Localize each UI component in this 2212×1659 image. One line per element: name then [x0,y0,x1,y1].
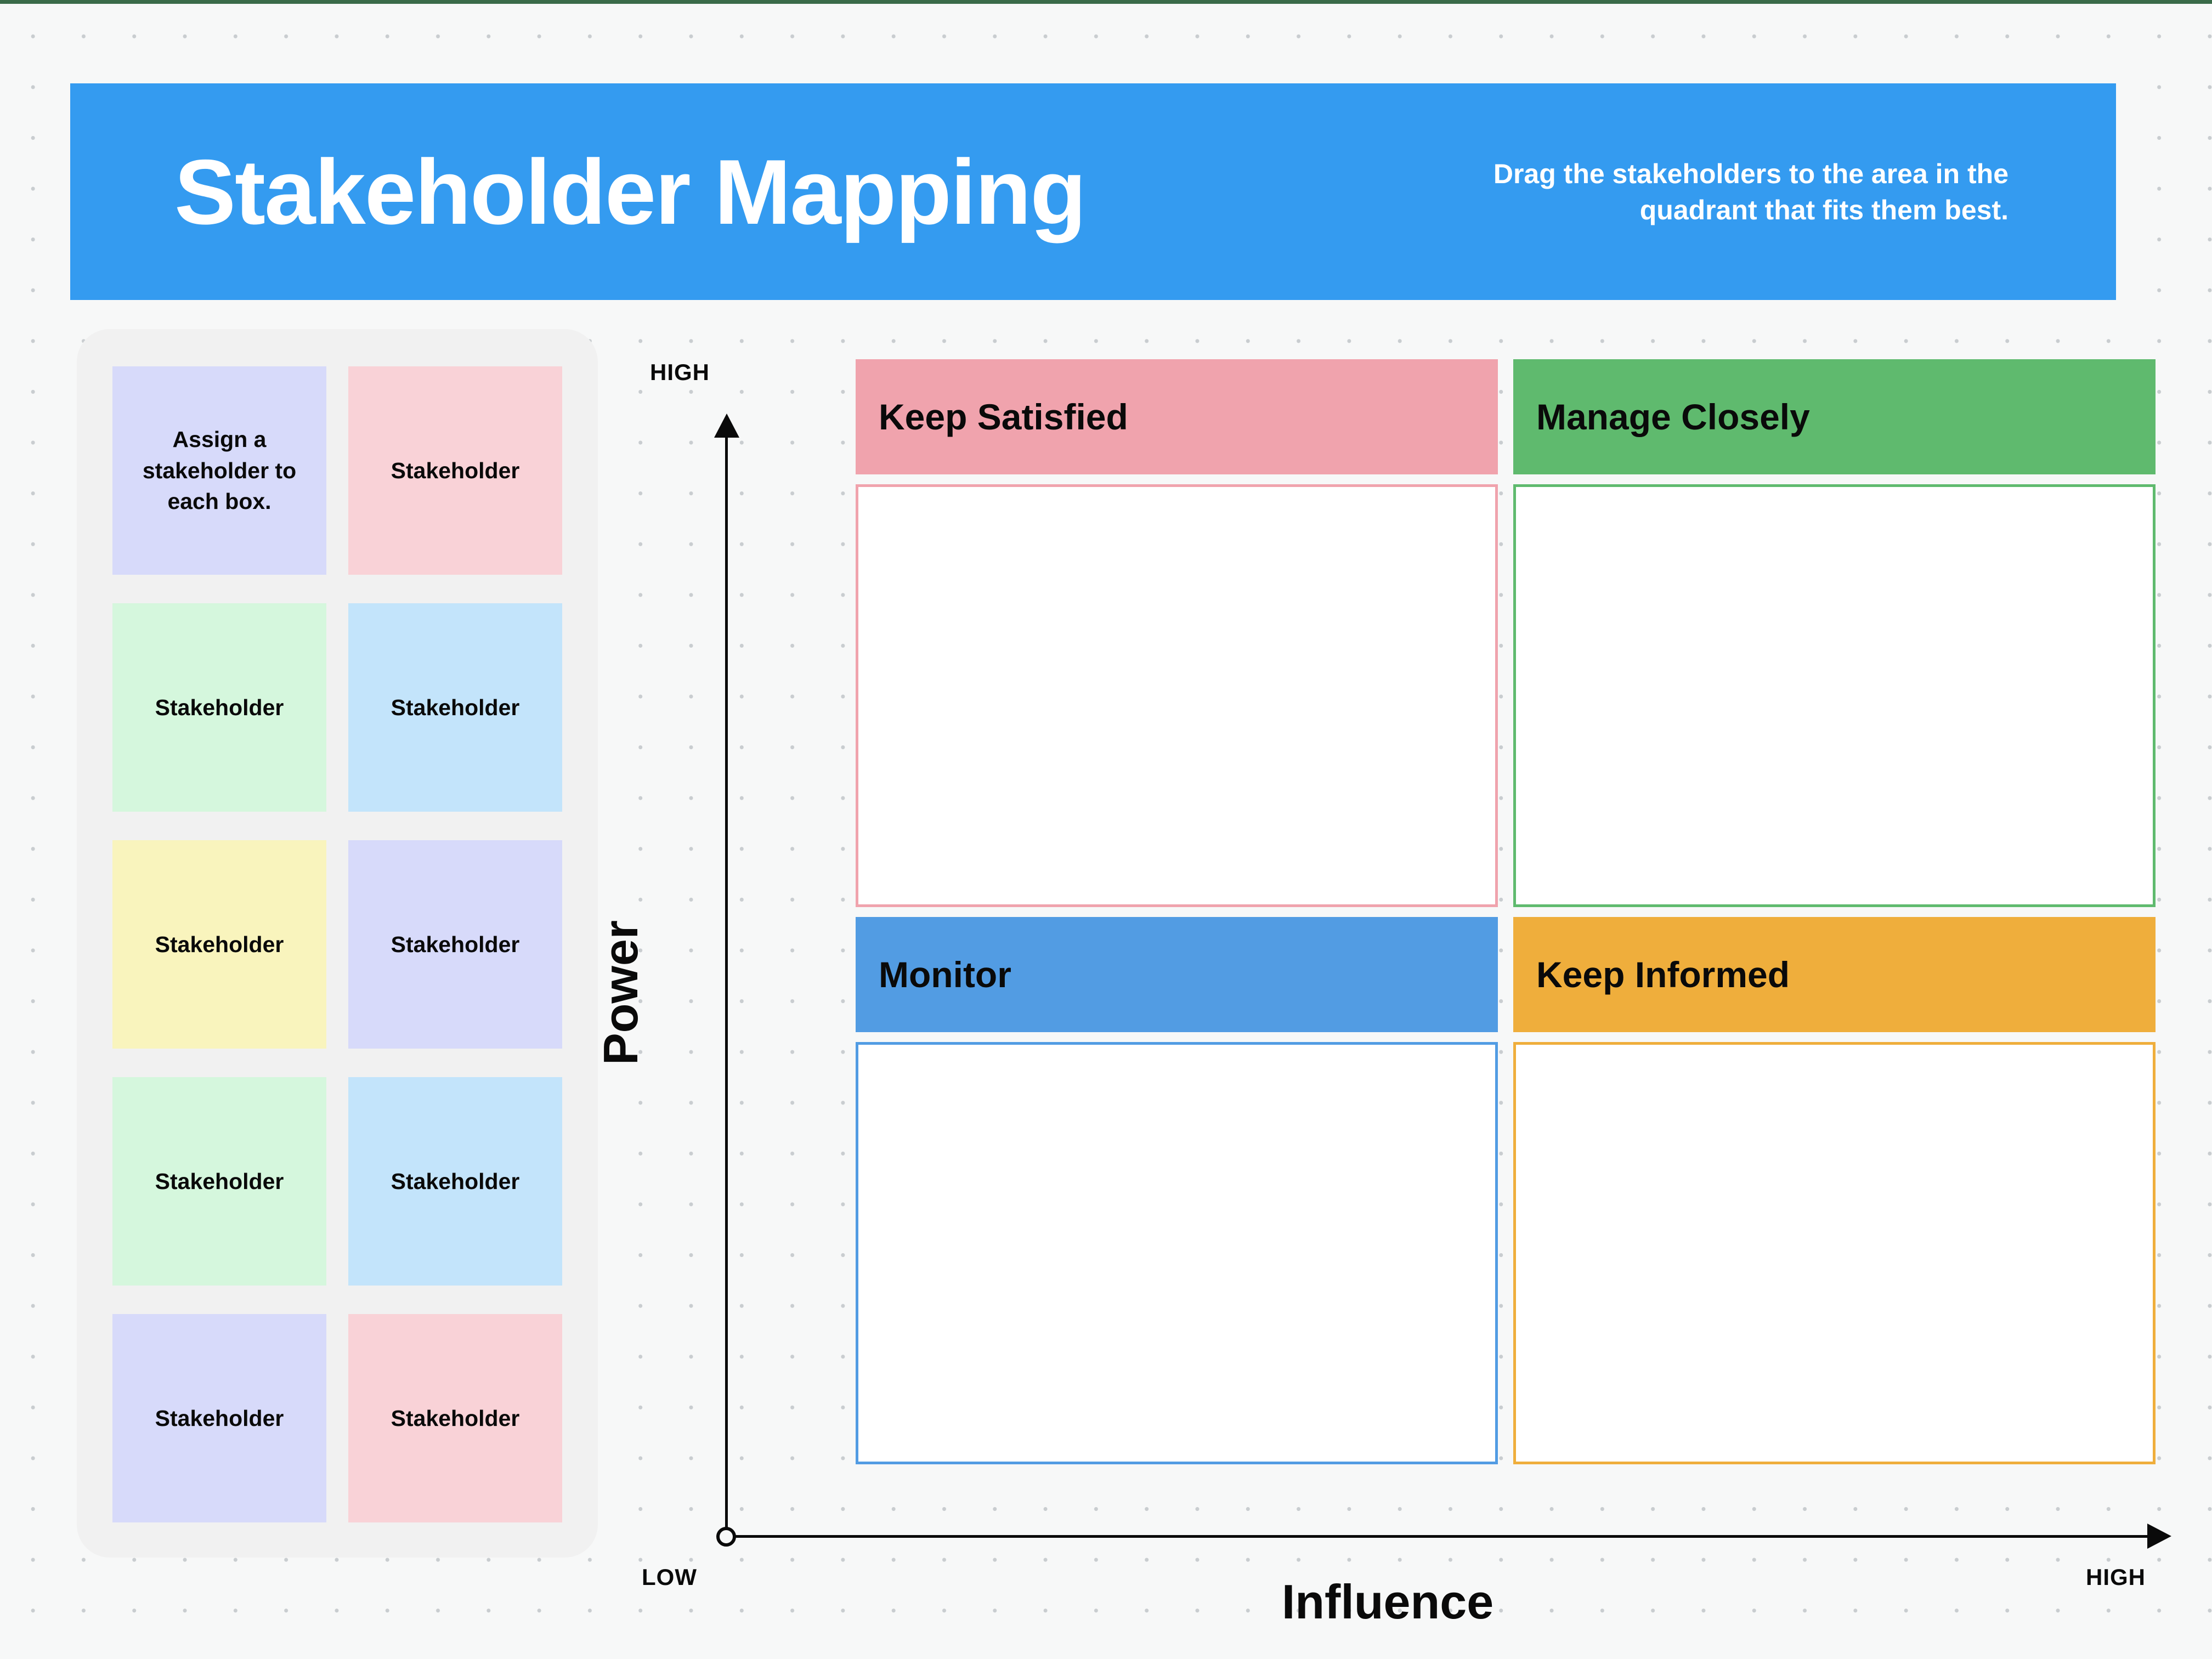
stakeholder-card-list: Assign a stakeholder to each box. Stakeh… [112,366,562,1524]
stakeholder-card[interactable]: Stakeholder [348,603,562,812]
stakeholder-card[interactable]: Stakeholder [348,1077,562,1286]
header-bar: Stakeholder Mapping Drag the stakeholder… [70,83,2116,300]
stakeholder-card[interactable]: Stakeholder [112,1077,326,1286]
quadrant-grid: Keep Satisfied Manage Closely Monitor Ke… [856,359,2156,1464]
page-title: Stakeholder Mapping [174,140,1087,244]
quadrant-keep-satisfied: Keep Satisfied [856,359,1498,907]
quadrant-header-monitor: Monitor [856,916,1498,1032]
stakeholder-card[interactable]: Stakeholder [112,1314,326,1522]
dropzone-manage-closely[interactable] [1513,484,2156,907]
quadrant-header-manage-closely: Manage Closely [1513,359,2156,474]
stakeholder-card[interactable]: Stakeholder [112,840,326,1049]
stakeholder-card[interactable]: Stakeholder [348,1314,562,1522]
top-accent-strip [0,0,2212,4]
dropzone-keep-satisfied[interactable] [856,484,1498,907]
quadrant-header-keep-informed: Keep Informed [1513,916,2156,1032]
influence-axis-line [725,1535,2151,1538]
dropzone-keep-informed[interactable] [1513,1041,2156,1464]
stakeholder-card[interactable]: Stakeholder [112,603,326,812]
power-axis-high-label: HIGH [650,359,710,385]
stakeholder-card-instruction[interactable]: Assign a stakeholder to each box. [112,366,326,575]
quadrant-keep-informed: Keep Informed [1513,916,2156,1464]
axis-origin-circle-icon [716,1527,736,1547]
influence-axis-arrow-icon [2147,1524,2171,1549]
stakeholder-card[interactable]: Stakeholder [348,366,562,575]
power-axis-line [725,434,728,1537]
dropzone-monitor[interactable] [856,1041,1498,1464]
quadrant-header-keep-satisfied: Keep Satisfied [856,359,1498,474]
power-axis-arrow-icon [714,414,739,438]
stakeholder-matrix: HIGH LOW HIGH Power Influence Keep Satis… [593,329,2171,1656]
quadrant-manage-closely: Manage Closely [1513,359,2156,907]
header-instructions: Drag the stakeholders to the area in the… [1493,158,2009,225]
power-axis-label: Power [593,920,648,1066]
influence-axis-label: Influence [1281,1575,1494,1629]
quadrant-monitor: Monitor [856,916,1498,1464]
stakeholder-card[interactable]: Stakeholder [348,840,562,1049]
